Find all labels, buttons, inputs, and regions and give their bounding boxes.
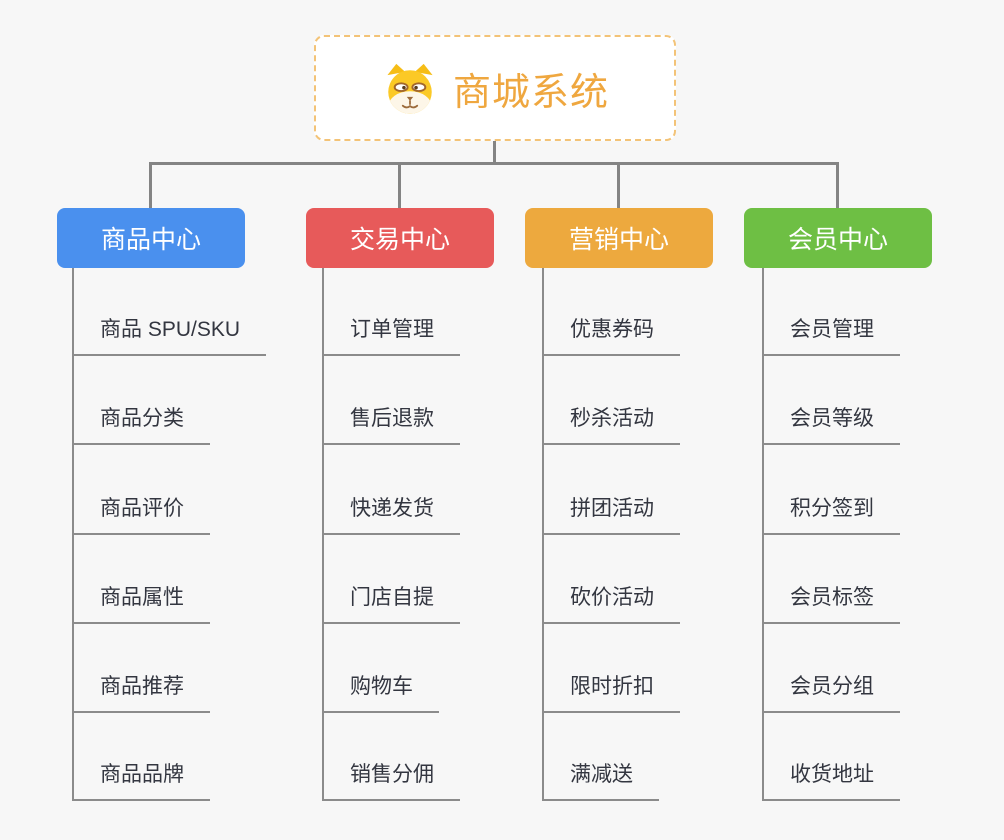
leaf-node[interactable]: 拼团活动: [542, 493, 680, 535]
leaf-node[interactable]: 收货地址: [762, 759, 900, 801]
leaf-node[interactable]: 会员等级: [762, 403, 900, 445]
connector-stub-member: [836, 162, 839, 208]
leaf-node[interactable]: 秒杀活动: [542, 403, 680, 445]
dog-face-icon: [387, 63, 433, 114]
leaf-node[interactable]: 销售分佣: [322, 759, 460, 801]
leaf-node[interactable]: 会员分组: [762, 671, 900, 713]
leaf-node[interactable]: 快递发货: [322, 493, 460, 535]
branch-node-trade-center[interactable]: 交易中心: [306, 208, 494, 268]
leaf-node[interactable]: 商品 SPU/SKU: [72, 314, 267, 356]
leaf-node[interactable]: 限时折扣: [542, 671, 680, 713]
connector-root-stub: [493, 141, 496, 163]
leaf-node[interactable]: 砍价活动: [542, 582, 680, 624]
leaf-node[interactable]: 商品分类: [72, 403, 210, 445]
branch-node-member-center[interactable]: 会员中心: [744, 208, 932, 268]
connector-stub-product: [149, 162, 152, 208]
leaf-node[interactable]: 购物车: [322, 671, 439, 713]
connector-stub-trade: [398, 162, 401, 208]
leaf-node[interactable]: 售后退款: [322, 403, 460, 445]
leaf-node[interactable]: 积分签到: [762, 493, 900, 535]
leaf-node[interactable]: 商品推荐: [72, 671, 210, 713]
connector-stub-marketing: [617, 162, 620, 208]
connector-bus: [149, 162, 839, 165]
leaf-node[interactable]: 会员标签: [762, 582, 900, 624]
branch-node-product-center[interactable]: 商品中心: [57, 208, 245, 268]
leaf-node[interactable]: 满减送: [542, 759, 659, 801]
leaf-node[interactable]: 商品品牌: [72, 759, 210, 801]
root-node-mall-system[interactable]: 商城系统: [314, 35, 676, 141]
leaf-node[interactable]: 优惠券码: [542, 314, 680, 356]
leaf-node[interactable]: 订单管理: [322, 314, 460, 356]
branch-node-marketing-center[interactable]: 营销中心: [525, 208, 713, 268]
leaf-node[interactable]: 商品评价: [72, 493, 210, 535]
leaf-node[interactable]: 门店自提: [322, 582, 460, 624]
leaf-node[interactable]: 会员管理: [762, 314, 900, 356]
root-title: 商城系统: [452, 71, 609, 114]
leaf-node[interactable]: 商品属性: [72, 582, 210, 624]
